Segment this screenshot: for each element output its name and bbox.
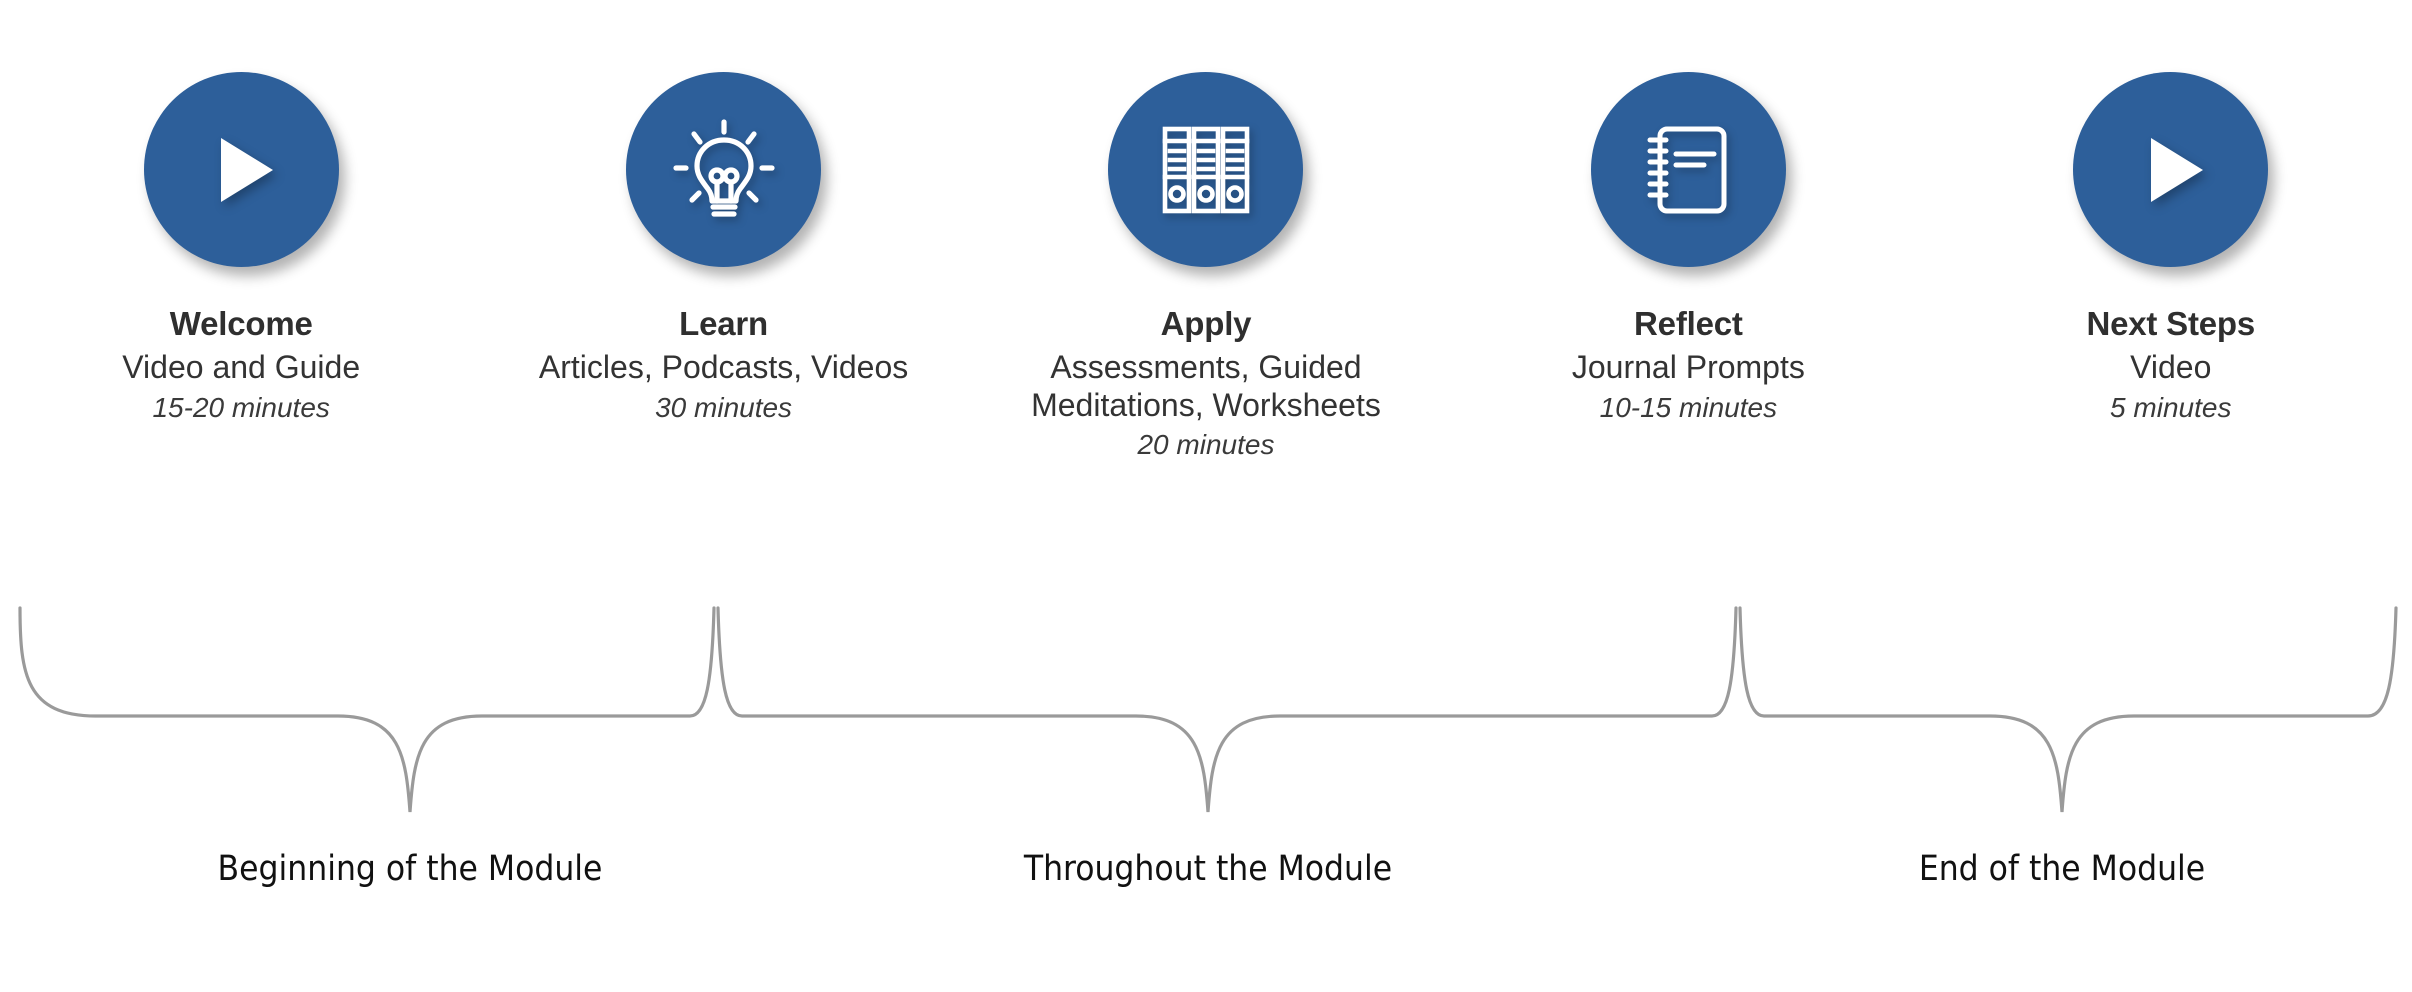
step-learn-text: Learn Articles, Podcasts, Videos 30 minu… <box>482 305 964 424</box>
phase-labels-row: Beginning of the Module Throughout the M… <box>0 848 2412 928</box>
step-description: Video <box>2130 348 2212 385</box>
step-description: Assessments, Guided Meditations, Workshe… <box>1031 348 1381 423</box>
step-next-steps-text: Next Steps Video 5 minutes <box>1930 305 2412 424</box>
phase-braces <box>0 586 2412 826</box>
step-title: Apply <box>1160 305 1252 342</box>
phase-label-end: End of the Module <box>1918 849 2206 889</box>
step-duration: 10-15 minutes <box>1599 391 1778 423</box>
step-apply-text: Apply Assessments, Guided Meditations, W… <box>965 305 1447 462</box>
step-apply[interactable]: Apply Assessments, Guided Meditations, W… <box>965 0 1447 462</box>
step-reflect[interactable]: Reflect Journal Prompts 10-15 minutes <box>1447 0 1929 424</box>
step-title: Welcome <box>169 305 313 342</box>
step-welcome-text: Welcome Video and Guide 15-20 minutes <box>0 305 482 424</box>
step-next-steps[interactable]: Next Steps Video 5 minutes <box>1930 0 2412 424</box>
step-duration: 15-20 minutes <box>152 391 330 423</box>
phase-label-beginning: Beginning of the Module <box>217 849 603 889</box>
step-duration: 30 minutes <box>655 391 793 423</box>
phase-label-throughout: Throughout the Module <box>1023 849 1393 889</box>
step-reflect-icon-badge[interactable] <box>1590 72 1786 267</box>
play-icon <box>2121 120 2221 220</box>
step-title: Reflect <box>1634 305 1743 342</box>
binders-icon <box>1154 118 1258 222</box>
step-description: Articles, Podcasts, Videos <box>538 348 909 385</box>
step-title: Next Steps <box>2086 305 2256 342</box>
step-welcome[interactable]: Welcome Video and Guide 15-20 minutes <box>0 0 482 424</box>
step-next-steps-icon-badge[interactable] <box>2073 72 2269 267</box>
step-learn[interactable]: Learn Articles, Podcasts, Videos 30 minu… <box>482 0 964 424</box>
lightbulb-icon <box>672 118 776 222</box>
step-welcome-icon-badge[interactable] <box>143 72 339 267</box>
play-icon <box>191 120 291 220</box>
notebook-icon <box>1636 118 1740 222</box>
brace-end <box>1738 606 2398 813</box>
step-apply-icon-badge[interactable] <box>1108 72 1304 267</box>
step-description: Video and Guide <box>122 348 361 385</box>
brace-beginning <box>18 606 716 813</box>
step-duration: 20 minutes <box>1137 429 1275 461</box>
module-steps-row: Welcome Video and Guide 15-20 minutes <box>0 0 2412 462</box>
brace-throughout <box>716 606 1738 813</box>
step-duration: 5 minutes <box>2110 391 2232 423</box>
step-reflect-text: Reflect Journal Prompts 10-15 minutes <box>1447 305 1929 424</box>
step-title: Learn <box>679 305 769 342</box>
step-description: Journal Prompts <box>1571 348 1805 385</box>
step-learn-icon-badge[interactable] <box>626 72 822 267</box>
